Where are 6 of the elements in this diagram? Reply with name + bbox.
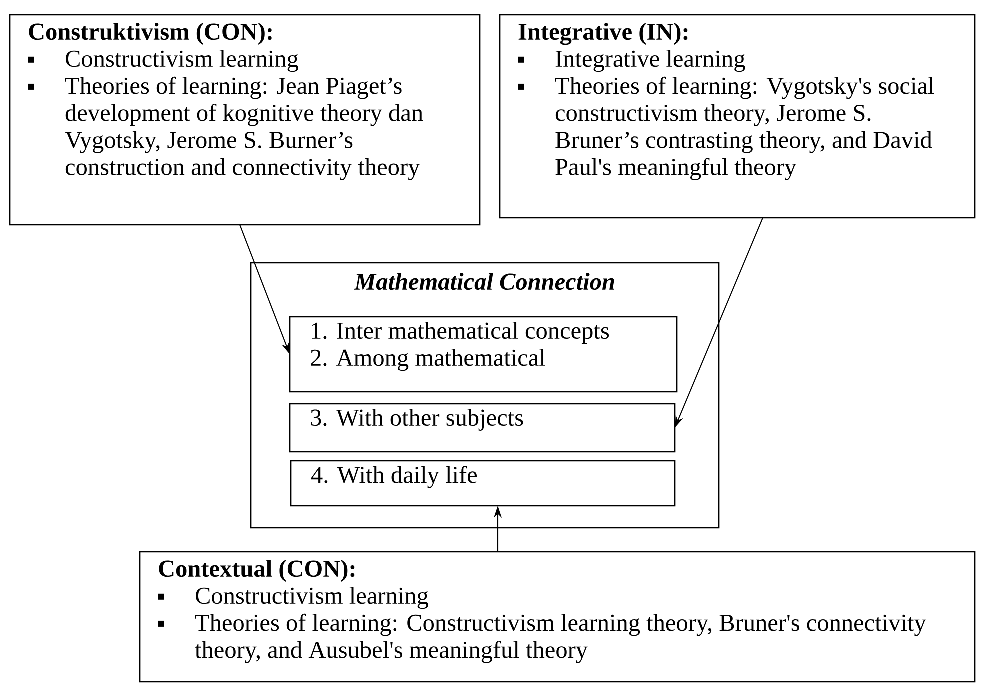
item-box: 3. With other subjects bbox=[289, 403, 676, 453]
text-box: Integrative (IN): Integrative learning Theories of learning: Vygotsky's social constructivism theory, Jerome S. Bruner’s contrasting theory, and David Paul's meaningful theory bbox=[499, 14, 976, 219]
text-box: Construktivism (CON): Constructivism learning Theories of learning: Jean Piaget’s development of kognitive theory dan Vygotsky, Jerome S. Burner’s construction and connectivity theory bbox=[9, 14, 481, 226]
item-box: 1. Inter mathematical concepts 2. Among mathematical bbox=[289, 316, 678, 393]
item-box: 4. With daily life bbox=[290, 460, 676, 507]
text-box: Contextual (CON): Constructivism learning Theories of learning: Constructivism learning theory, Bruner's connectivity theory, and Ausubel's meaningful theory bbox=[139, 551, 976, 683]
